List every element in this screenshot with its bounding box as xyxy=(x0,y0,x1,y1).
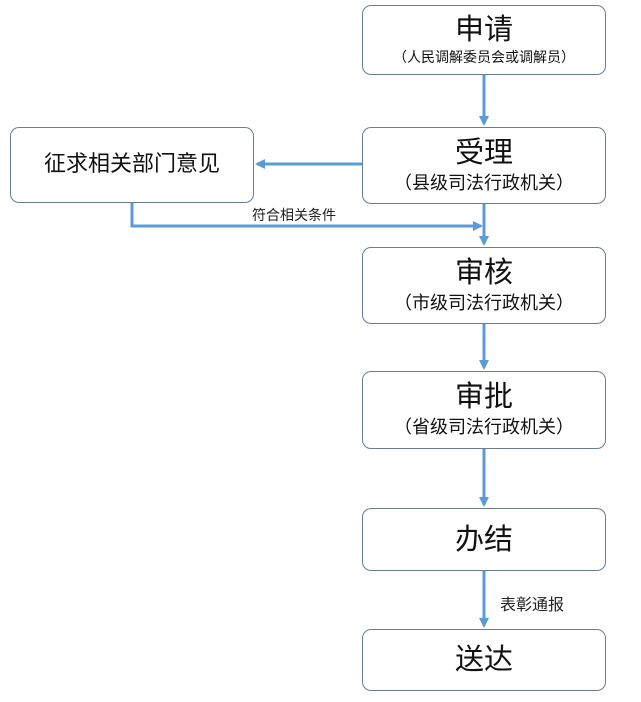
node-review-subtitle: （市级司法行政机关） xyxy=(394,292,574,314)
node-accept: 受理 （县级司法行政机关） xyxy=(362,127,606,204)
node-apply-title: 申请 xyxy=(454,11,513,46)
node-apply: 申请 （人民调解委员会或调解员） xyxy=(362,5,606,75)
node-handle-title: 办结 xyxy=(454,521,513,556)
node-handle: 办结 xyxy=(362,508,606,571)
node-apply-subtitle: （人民调解委员会或调解员） xyxy=(393,49,575,66)
node-accept-subtitle: （县级司法行政机关） xyxy=(394,172,574,194)
node-review: 审核 （市级司法行政机关） xyxy=(362,247,606,324)
edge-label-meets-conditions: 符合相关条件 xyxy=(252,208,336,224)
node-review-title: 审核 xyxy=(454,254,513,289)
node-accept-title: 受理 xyxy=(454,134,513,169)
edge-label-commend-notice: 表彰通报 xyxy=(500,595,565,614)
node-approve: 审批 （省级司法行政机关） xyxy=(362,371,606,449)
node-consult: 征求相关部门意见 xyxy=(10,127,254,203)
node-deliver-title: 送达 xyxy=(454,642,513,677)
node-approve-subtitle: （省级司法行政机关） xyxy=(394,417,574,439)
node-consult-title: 征求相关部门意见 xyxy=(43,152,220,178)
arrow-consult-to-review xyxy=(130,203,483,231)
node-deliver: 送达 xyxy=(362,629,606,691)
node-approve-title: 审批 xyxy=(454,379,513,414)
